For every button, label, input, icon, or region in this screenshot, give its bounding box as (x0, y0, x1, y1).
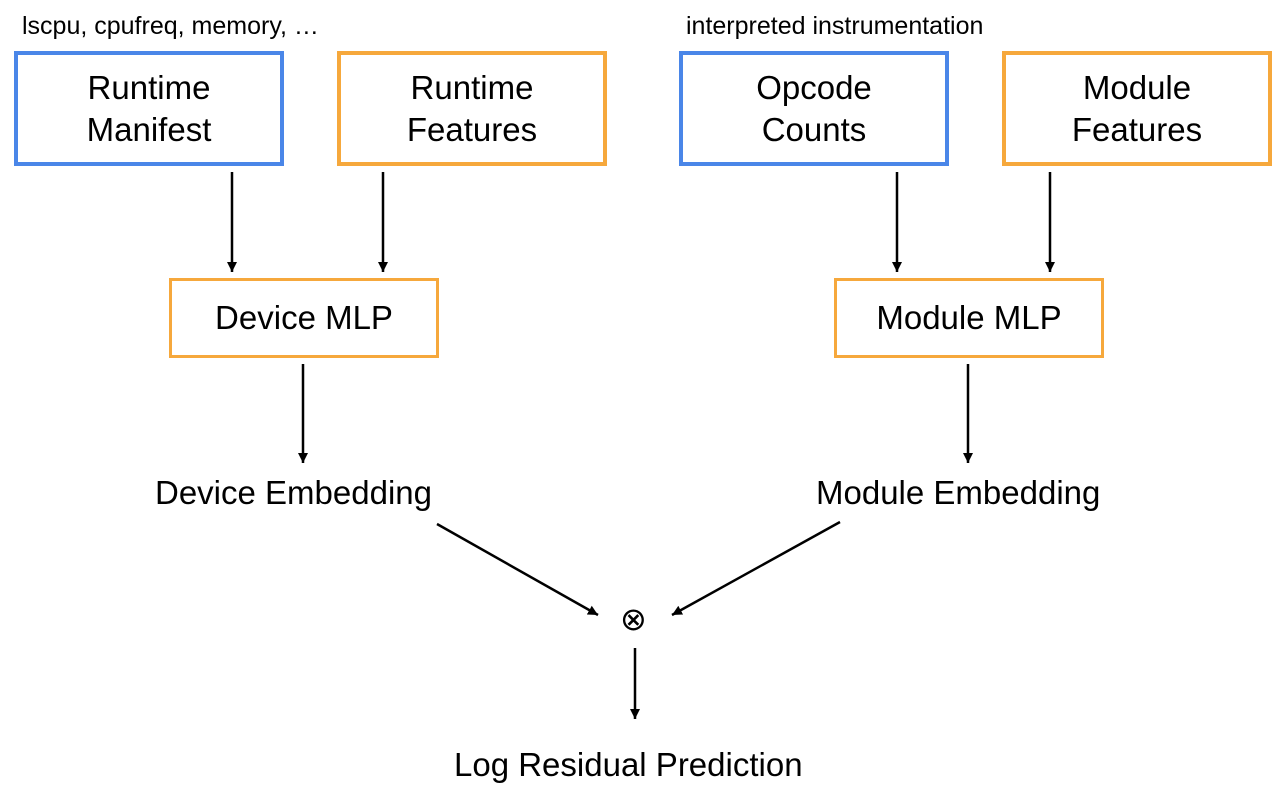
right-annotation: interpreted instrumentation (686, 12, 984, 40)
module-mlp-label: Module MLP (876, 299, 1062, 336)
device-mlp-label: Device MLP (215, 299, 393, 336)
runtime-features-box: Runtime Features (337, 51, 607, 166)
module-mlp-box: Module MLP (834, 278, 1104, 358)
module-features-box: Module Features (1002, 51, 1272, 166)
left-annotation: lscpu, cpufreq, memory, … (22, 12, 319, 40)
arrow-device-embedding-to-operator (436, 522, 599, 617)
opcode-counts-box: Opcode Counts (679, 51, 949, 166)
module-features-label: Module Features (1071, 68, 1203, 148)
device-mlp-box: Device MLP (169, 278, 439, 358)
combine-operator: ⊗ (620, 601, 647, 637)
device-embedding-label: Device Embedding (155, 474, 432, 511)
runtime-manifest-label: Runtime Manifest (86, 68, 212, 148)
runtime-manifest-box: Runtime Manifest (14, 51, 284, 166)
output-label: Log Residual Prediction (454, 746, 803, 783)
opcode-counts-label: Opcode Counts (756, 68, 872, 148)
module-embedding-label: Module Embedding (816, 474, 1101, 511)
runtime-features-label: Runtime Features (406, 68, 538, 148)
arrow-module-embedding-to-operator (671, 520, 841, 617)
